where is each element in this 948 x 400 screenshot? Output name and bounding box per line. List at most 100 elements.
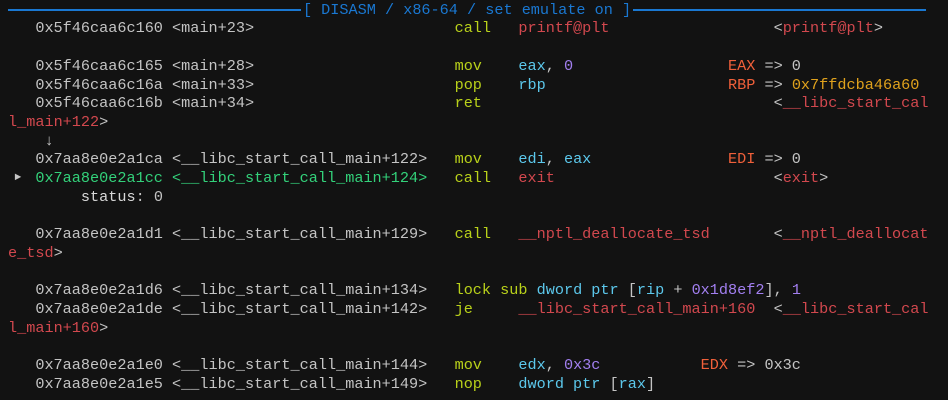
instruction-address: 0x7aa8e0e2a1cc <box>35 169 163 187</box>
operands: eax, 0 <box>518 57 573 76</box>
operands-token: __libc_start_call_main+160 <box>518 299 756 318</box>
operands-token: 0 <box>563 56 574 75</box>
instruction-address: 0x7aa8e0e2a1d1 <box>35 225 163 244</box>
instruction-row: 0x7aa8e0e2a1ca<__libc_start_call_main+12… <box>8 150 948 169</box>
instruction-text-token: rip <box>636 281 665 300</box>
header-rule-right <box>633 8 927 11</box>
operands-token: rbp <box>518 75 546 94</box>
mnemonic: pop <box>454 75 482 94</box>
header-rule-left <box>8 8 301 11</box>
call-target-annotation-token: > <box>873 19 883 38</box>
wrapped-annotation: l_main+160> <box>8 319 108 338</box>
instruction-row <box>8 337 948 356</box>
call-target-annotation-token: < <box>773 19 783 38</box>
instruction-address: 0x5f46caa6c16b <box>35 94 163 113</box>
mnemonic: mov <box>454 56 482 75</box>
instruction-text-token: lock sub <box>454 281 537 300</box>
wrapped-annotation-token: > <box>53 243 63 262</box>
call-target-annotation: <exit> <box>774 169 829 188</box>
instruction-text-token: 0x1d8ef2 <box>691 281 765 300</box>
emulation-note-token: EAX <box>728 56 756 75</box>
emulation-note-token: => <box>755 75 792 94</box>
wrapped-annotation-token: l_main+160 <box>8 318 100 337</box>
instruction-address: 0x5f46caa6c16a <box>35 75 163 94</box>
instruction-row: e_tsd> <box>8 244 948 263</box>
call-target-annotation-token: < <box>773 299 783 318</box>
symbol-offset: <main+23> <box>172 19 255 38</box>
disasm-title: [ DISASM / x86-64 / set emulate on ] <box>302 0 632 19</box>
instruction-row: 0x7aa8e0e2a1d1 <__libc_start_call_main+12… <box>8 225 948 244</box>
instruction-text-token: [ <box>627 281 637 300</box>
instruction-text-token: dword ptr <box>536 281 628 300</box>
instruction-row: l_main+160> <box>8 319 948 338</box>
wrapped-annotation-token: > <box>99 112 109 131</box>
instruction-address: 0x7aa8e0e2a1e0 <box>35 356 163 374</box>
call-target-annotation-token: __libc_start_cal <box>782 94 929 113</box>
call-target-annotation: <__libc_start_cal <box>774 300 929 319</box>
call-target-annotation: <printf@plt> <box>774 19 883 38</box>
call-target-annotation-token: < <box>773 225 783 244</box>
instruction-text-token: 1 <box>791 281 801 300</box>
wrapped-annotation-token: > <box>99 318 109 337</box>
emulation-note-token: => 0x3c <box>728 356 801 374</box>
operands-token: __nptl_deallocate_tsd <box>518 225 710 244</box>
mnemonic: call <box>454 169 492 187</box>
mnemonic: je <box>454 299 473 318</box>
symbol-offset: <__libc_start_call_main+149> <box>172 374 428 393</box>
instruction-row: 0x7aa8e0e2a1de<__libc_start_call_main+14… <box>8 300 948 319</box>
call-target-annotation-token: printf@plt <box>782 19 874 38</box>
operands-token: dword ptr <box>518 374 610 393</box>
instruction-row: 0x7aa8e0e2a1e5<__libc_start_call_main+14… <box>8 375 948 394</box>
emulation-note-token: EDI <box>728 150 756 169</box>
instruction-text-token: + <box>664 281 692 300</box>
wrapped-annotation: l_main+122> <box>8 113 108 132</box>
symbol-offset: <main+33> <box>172 75 255 94</box>
disasm-header: [ DISASM / x86-64 / set emulate on ] <box>8 0 927 19</box>
operands: edi, eax <box>518 150 591 169</box>
operands: dword ptr [rax] <box>518 375 655 394</box>
instruction-address: 0x7aa8e0e2a1de <box>35 299 163 318</box>
symbol-offset: <__libc_start_call_main+134> <box>172 281 428 300</box>
instruction-row <box>8 206 948 225</box>
emulation-note: EDX => 0x3c <box>701 356 801 375</box>
operands-token: 0x3c <box>563 356 601 374</box>
mnemonic: ret <box>454 94 482 113</box>
call-target-annotation-token: __nptl_deallocat <box>782 225 929 244</box>
mnemonic: nop <box>454 374 482 393</box>
argument-comment-token: : 0 <box>135 187 163 206</box>
argument-comment: status: 0 <box>81 188 163 207</box>
instruction-row: l_main+122> <box>8 113 948 132</box>
instruction-text: lock sub dword ptr [rip + 0x1d8ef2], 1 <box>455 281 801 300</box>
operands-token: eax <box>563 150 592 169</box>
wrapped-annotation: e_tsd> <box>8 244 63 263</box>
mnemonic: call <box>454 19 492 38</box>
operands-token: eax <box>518 56 546 75</box>
operands-token: edi <box>518 150 546 169</box>
operands-token: , <box>545 56 564 75</box>
operands-token: edx <box>518 356 546 374</box>
operands: __nptl_deallocate_tsd <box>518 225 709 244</box>
instruction-row <box>8 38 948 57</box>
symbol-offset: <__libc_start_call_main+129> <box>172 225 428 244</box>
symbol-offset: <__libc_start_call_main+124> <box>172 169 428 187</box>
mnemonic: call <box>454 225 492 244</box>
operands: edx, 0x3c <box>518 356 600 375</box>
operands-token: printf@plt <box>518 19 610 38</box>
wrapped-annotation-token: l_main+122 <box>8 112 100 131</box>
emulation-note-token: => 0 <box>755 150 801 169</box>
operands: exit <box>518 169 554 188</box>
operands: printf@plt <box>518 19 609 38</box>
call-target-annotation: <__libc_start_cal <box>774 94 929 113</box>
call-target-annotation-token: < <box>773 94 783 113</box>
emulation-note: EDI => 0 <box>728 150 801 169</box>
instruction-row: 0x7aa8e0e2a1d6<__libc_start_call_main+13… <box>8 281 948 300</box>
call-target-annotation-token: < <box>773 169 783 187</box>
wrapped-annotation-token: e_tsd <box>8 243 54 262</box>
instruction-address: 0x5f46caa6c165 <box>35 56 163 75</box>
operands: rbp <box>518 76 545 95</box>
argument-comment-token: status <box>80 187 136 206</box>
call-target-annotation-token: exit <box>782 169 820 187</box>
instruction-row: 0x5f46caa6c16b<main+34>ret<__libc_start_… <box>8 94 948 113</box>
instruction-row: 0x7aa8e0e2a1e0<__libc_start_call_main+14… <box>8 356 948 375</box>
